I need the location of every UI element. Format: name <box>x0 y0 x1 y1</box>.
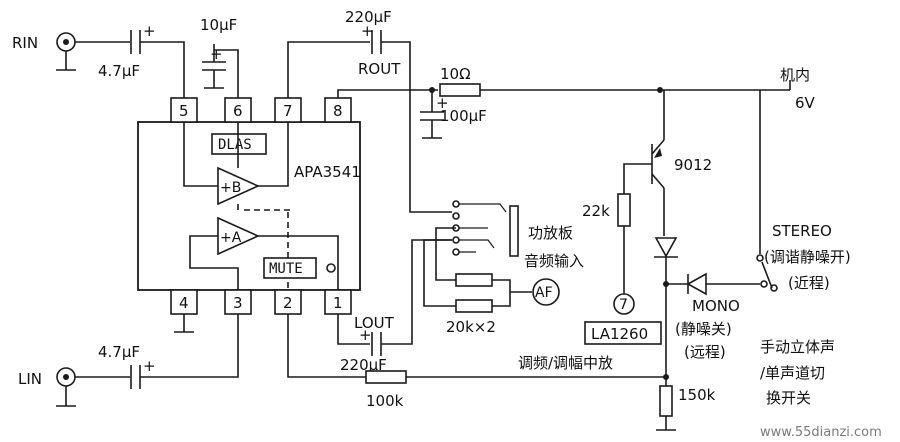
rin-jack <box>56 32 76 71</box>
mute-label: MUTE <box>269 261 303 277</box>
c-rin-label: 4.7μF <box>98 62 140 80</box>
switch-contact-mono <box>770 284 778 292</box>
connector-line1: 功放板 <box>528 224 573 242</box>
switch-note-2: /单声道切 <box>760 364 825 382</box>
capacitor-lout <box>371 332 382 356</box>
pin-7: 7 <box>283 102 293 120</box>
dlas-label: DLAS <box>218 137 252 153</box>
r-emitter-label: 150k <box>678 386 716 404</box>
resistor-mute <box>365 370 407 384</box>
ic-notch <box>326 263 336 273</box>
la1260-box <box>584 321 662 345</box>
plus-sign: + <box>143 22 156 40</box>
mono-label: MONO <box>692 297 740 315</box>
amp-b-label: +B <box>220 180 241 196</box>
stereo-line3: (近程) <box>788 274 830 292</box>
c-lin-label: 4.7μF <box>98 343 140 361</box>
r-pair-label: 20k×2 <box>446 318 496 336</box>
ic-top-pins <box>170 97 352 123</box>
lin-jack <box>56 367 76 407</box>
plus-sign: + <box>143 357 156 375</box>
diode-collector <box>654 237 678 258</box>
r-supply-label: 10Ω <box>440 65 471 83</box>
pin-4: 4 <box>179 294 189 312</box>
switch-note-1: 手动立体声 <box>760 338 835 356</box>
af-node <box>532 278 560 306</box>
resistor-pair-1 <box>455 273 493 287</box>
dlas-box <box>211 133 267 155</box>
pin7-circle <box>613 293 635 315</box>
transistor-label: 9012 <box>674 156 712 174</box>
capacitor-pin6 <box>202 44 239 98</box>
lout-label: LOUT <box>354 314 395 332</box>
pin7-label: 7 <box>619 297 628 313</box>
power-line1: 机内 <box>780 66 810 84</box>
transistor-9012 <box>651 90 665 236</box>
ic-part-label: APA3541 <box>294 163 361 181</box>
pin-8: 8 <box>333 102 343 120</box>
capacitor-rin <box>130 30 141 54</box>
pin-3: 3 <box>233 294 243 312</box>
la1260-desc: 调频/调幅中放 <box>518 354 613 372</box>
plus-sign: + <box>210 45 223 63</box>
watermark: www.55dianzi.com <box>760 425 882 440</box>
c-lout-label: 220μF <box>340 356 387 374</box>
pin-2: 2 <box>283 294 293 312</box>
switch-contact-stereo <box>756 254 764 262</box>
lin-label: LIN <box>18 370 42 388</box>
c-pin6-label: 10μF <box>200 16 237 34</box>
audio-connector <box>452 200 519 257</box>
pin-1: 1 <box>333 294 343 312</box>
r-base-label: 22k <box>582 202 610 220</box>
plus-sign: + <box>359 326 372 344</box>
resistor-base <box>617 193 631 227</box>
rout-label: ROUT <box>358 60 401 78</box>
rin-label: RIN <box>12 34 38 52</box>
switch-note-3: 换开关 <box>766 389 811 407</box>
plus-sign: + <box>361 22 374 40</box>
af-label: AF <box>535 285 553 301</box>
switch-lever <box>761 261 773 289</box>
pin-5: 5 <box>179 102 189 120</box>
resistor-emitter <box>659 385 673 417</box>
connector-line2: 音频输入 <box>524 252 584 270</box>
stereo-line2: (调谐静噪开) <box>764 248 851 266</box>
r-mute-label: 100k <box>366 392 404 410</box>
pin-6: 6 <box>233 102 243 120</box>
c-rout-label: 220μF <box>345 8 392 26</box>
mono-line2: (静噪关) <box>675 320 732 338</box>
diode-mono <box>686 272 707 296</box>
plus-sign: + <box>436 94 449 112</box>
ic-bottom-pins <box>170 289 352 315</box>
c-supply-label: 100μF <box>440 107 487 125</box>
capacitor-lin <box>130 365 141 389</box>
stereo-label: STEREO <box>772 222 832 240</box>
amp-a-label: +A <box>220 230 242 246</box>
capacitor-supply <box>420 90 444 139</box>
mono-line3: (远程) <box>684 343 726 361</box>
resistor-pair-2 <box>455 299 493 313</box>
la1260-label: LA1260 <box>591 325 648 343</box>
mute-box <box>263 257 317 279</box>
power-line2: 6V <box>795 94 816 112</box>
